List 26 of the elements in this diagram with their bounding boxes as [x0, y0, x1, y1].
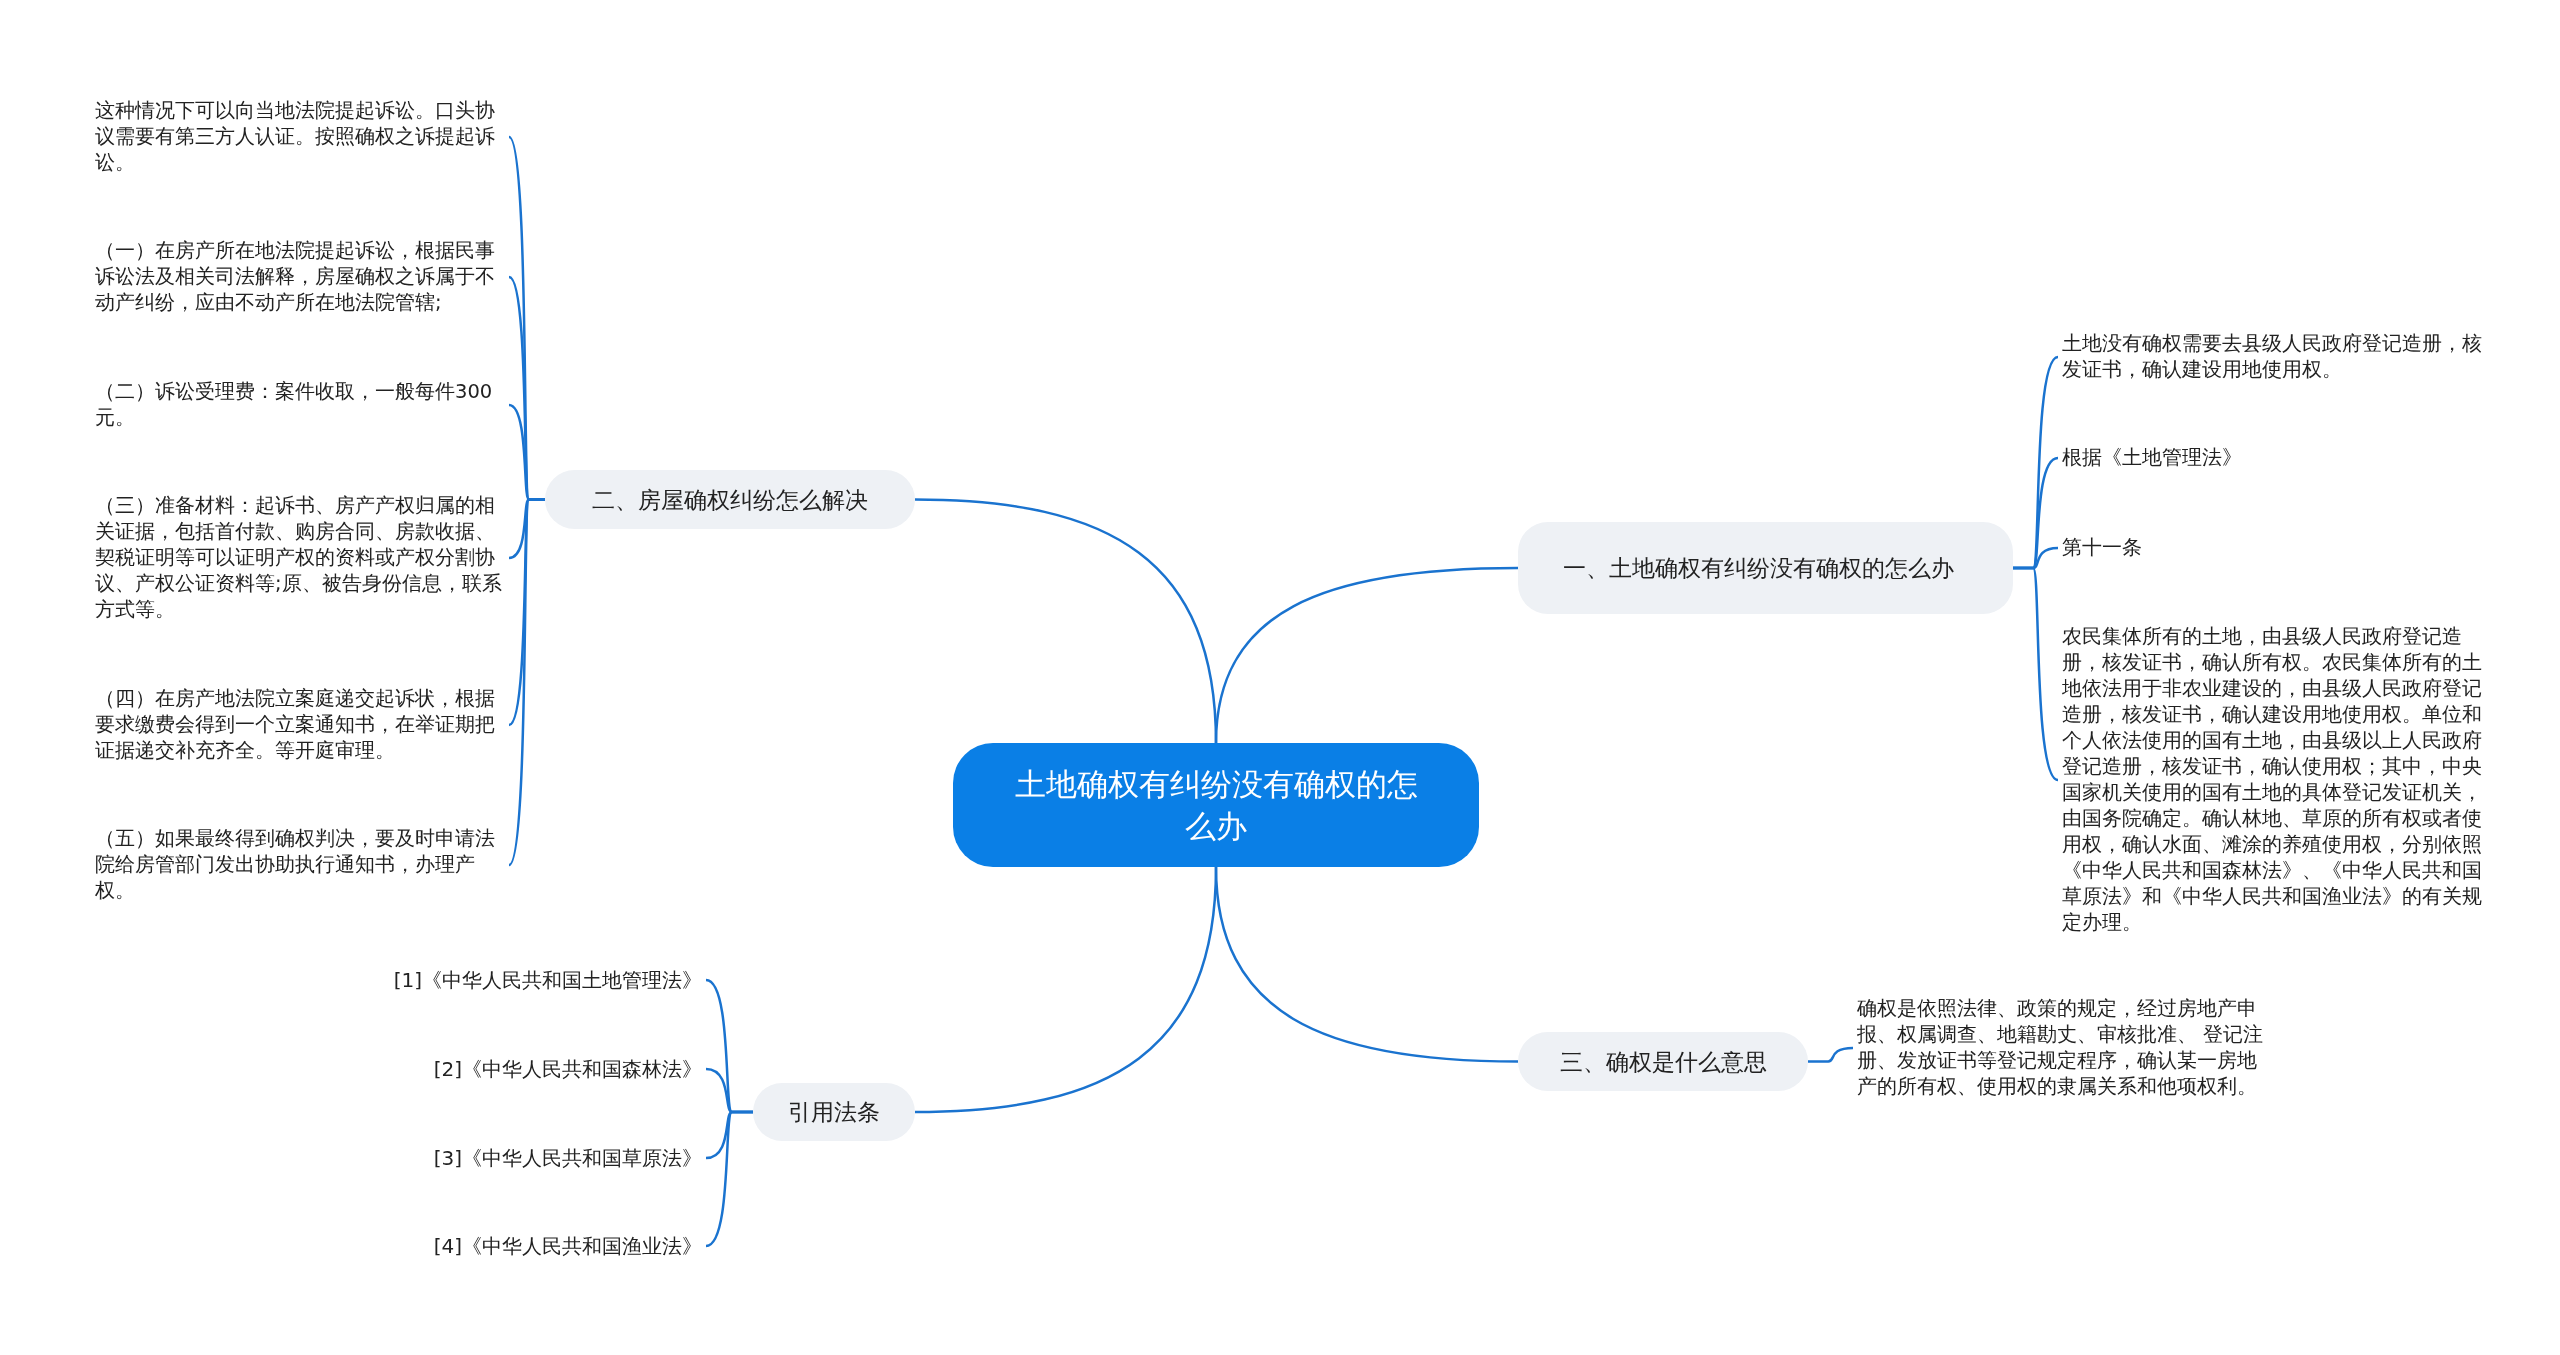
note-text: （五）如果最终得到确权判决，要及时申请法院给房管部门发出协助执行通知书，办理产权。	[95, 826, 505, 904]
note-text: 土地没有确权需要去县级人民政府登记造册，核发证书，确认建设用地使用权。	[2062, 331, 2482, 383]
reference-text: [3]《中华人民共和国草原法》	[372, 1145, 702, 1171]
note-text: （一）在房产所在地法院提起诉讼，根据民事诉讼法及相关司法解释，房屋确权之诉属于不动产纠纷，应由不动产所在地法院管辖;	[95, 238, 505, 316]
topic-pill: 一、土地确权有纠纷没有确权的怎么办	[1518, 522, 2013, 614]
connector-line	[1808, 1046, 1854, 1063]
note-text: 农民集体所有的土地，由县级人民政府登记造册，核发证书，确认所有权。农民集体所有的土地依法用于非农业建设的，由县级人民政府登记造册，核发证书，确认建设用地使用权。单位和个人依法使用的国有土地，由县级以上人民政府登记造册，核发证书，确认使用权；其中，中央国家机关使用的国有土地的具体登记发证机关，由国务院确定。确认林地、草原的所有权或者使用权，确认水面、滩涂的养殖使用权，分别依照《中华人民共和国森林法》、《中华人民共和国草原法》和《中华人民共和国渔业法》的有关规定办理。	[2062, 624, 2482, 936]
connector-line	[914, 498, 1218, 744]
note-text: （二）诉讼受理费：案件收取，一般每件300元。	[95, 379, 505, 431]
connector-line	[914, 866, 1218, 1114]
topic-pill: 三、确权是什么意思	[1518, 1032, 1808, 1091]
reference-text: [2]《中华人民共和国森林法》	[372, 1056, 702, 1082]
connector-line	[507, 498, 545, 866]
topic-pill: 引用法条	[753, 1083, 915, 1141]
central-topic: 土地确权有纠纷没有确权的怎么办	[953, 743, 1479, 867]
connector-line	[705, 1110, 753, 1248]
topic-pill: 二、房屋确权纠纷怎么解决	[545, 470, 915, 529]
note-text: 确权是依照法律、政策的规定，经过房地产申报、权属调查、地籍勘丈、审核批准、 登记注册、发放证书等登记规定程序，确认某一房地产的所有权、使用权的隶属关系和他项权利。	[1857, 996, 2272, 1100]
note-text: 这种情况下可以向当地法院提起诉讼。口头协议需要有第三方人认证。按照确权之诉提起诉讼。	[95, 98, 505, 176]
note-text: 根据《土地管理法》	[2062, 445, 2482, 471]
reference-text: [1]《中华人民共和国土地管理法》	[372, 967, 702, 993]
connector-line	[2013, 566, 2059, 781]
note-text: （三）准备材料：起诉书、房产产权归属的相关证据，包括首付款、购房合同、房款收据、契税证明等可以证明产权的资料或产权分割协议、产权公证资料等;原、被告身份信息，联系方式等。	[95, 493, 505, 623]
reference-text: [4]《中华人民共和国渔业法》	[372, 1233, 702, 1259]
note-text: （四）在房产地法院立案庭递交起诉状，根据要求缴费会得到一个立案通知书，在举证期把证据递交补充齐全。等开庭审理。	[95, 686, 505, 764]
note-text: 第十一条	[2062, 535, 2482, 561]
